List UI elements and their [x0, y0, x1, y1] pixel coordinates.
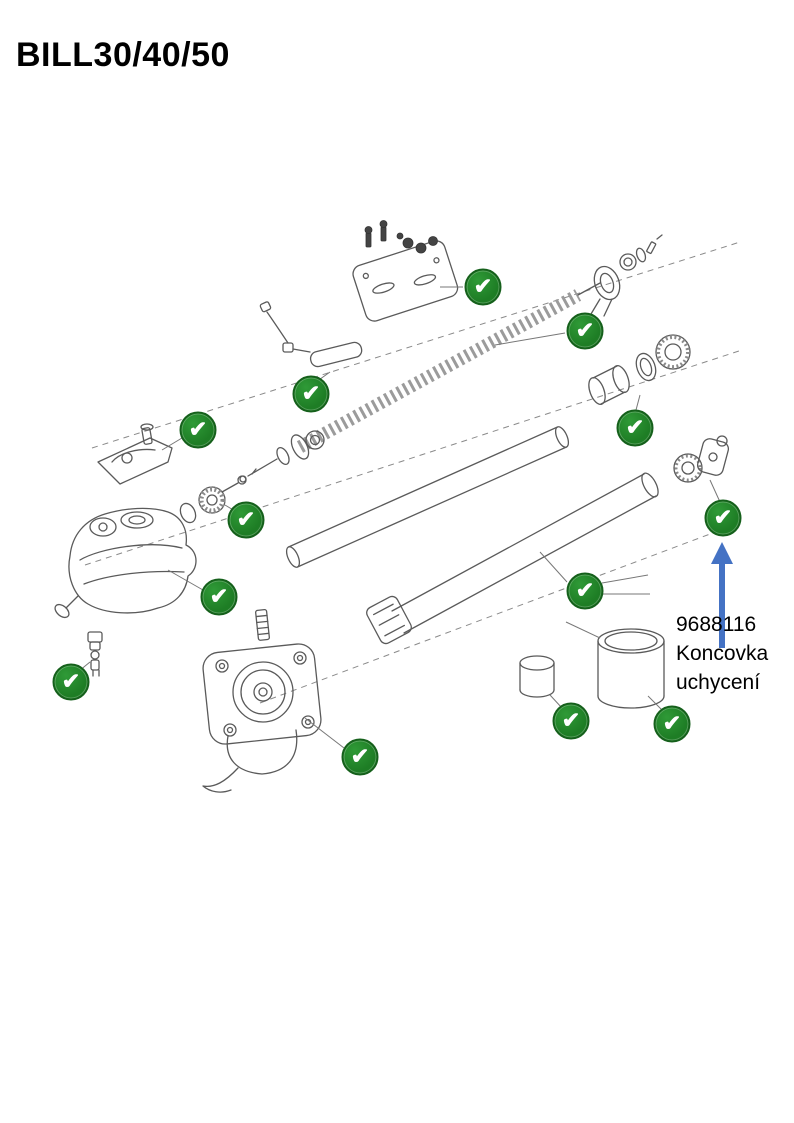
- check-badge: ✔: [616, 409, 654, 447]
- check-icon: ✔: [61, 668, 81, 693]
- check-badge: ✔: [227, 501, 265, 539]
- check-icon: ✔: [575, 317, 595, 342]
- guide-lines: [84, 241, 743, 704]
- motor-head-housing: [54, 507, 197, 619]
- check-icon: ✔: [662, 710, 682, 735]
- part-label-line2: uchycení: [676, 671, 761, 694]
- check-icon: ✔: [575, 577, 595, 602]
- drive-screw-shaft: [239, 282, 601, 483]
- check-badge: ✔: [341, 738, 379, 776]
- up-arrow-icon: [711, 542, 733, 648]
- bottom-motor: [202, 609, 322, 793]
- check-icon: ✔: [713, 504, 733, 529]
- check-badge: ✔: [566, 572, 604, 610]
- lower-tube: [366, 472, 659, 645]
- collar-nut-group: [588, 334, 691, 406]
- page-title: BILL30/40/50: [16, 36, 230, 74]
- grease-pot-large: [597, 628, 665, 709]
- check-icon: ✔: [473, 273, 493, 298]
- check-icon: ✔: [236, 506, 256, 531]
- part-label-line1: Koncovka: [676, 642, 769, 665]
- capacitor-cable: [259, 301, 363, 368]
- leader-lines: [78, 286, 721, 749]
- grease-pot-small: [519, 655, 555, 698]
- part-annotation: 9688116 Koncovka uchycení: [676, 610, 794, 697]
- check-icon: ✔: [625, 414, 645, 439]
- check-badge: ✔: [552, 702, 590, 740]
- check-icon: ✔: [561, 707, 581, 732]
- check-icon: ✔: [209, 583, 229, 608]
- release-valve: [87, 631, 103, 677]
- gear-pinion: [179, 475, 247, 524]
- check-badge: ✔: [464, 268, 502, 306]
- check-icon: ✔: [301, 380, 321, 405]
- check-badge: ✔: [52, 663, 90, 701]
- rear-bracket: [97, 423, 173, 485]
- check-badge: ✔: [566, 312, 604, 350]
- end-cap: [673, 435, 730, 483]
- check-badge: ✔: [292, 375, 330, 413]
- check-badge: ✔: [200, 578, 238, 616]
- check-icon: ✔: [350, 743, 370, 768]
- check-badge: ✔: [179, 411, 217, 449]
- check-badge: ✔: [653, 705, 691, 743]
- check-badge: ✔: [704, 499, 742, 537]
- clevis-end: [590, 234, 663, 317]
- hardware-kit-plate: [352, 220, 459, 322]
- check-icon: ✔: [188, 416, 208, 441]
- part-number: 9688116: [676, 613, 757, 636]
- outer-tube: [285, 426, 570, 568]
